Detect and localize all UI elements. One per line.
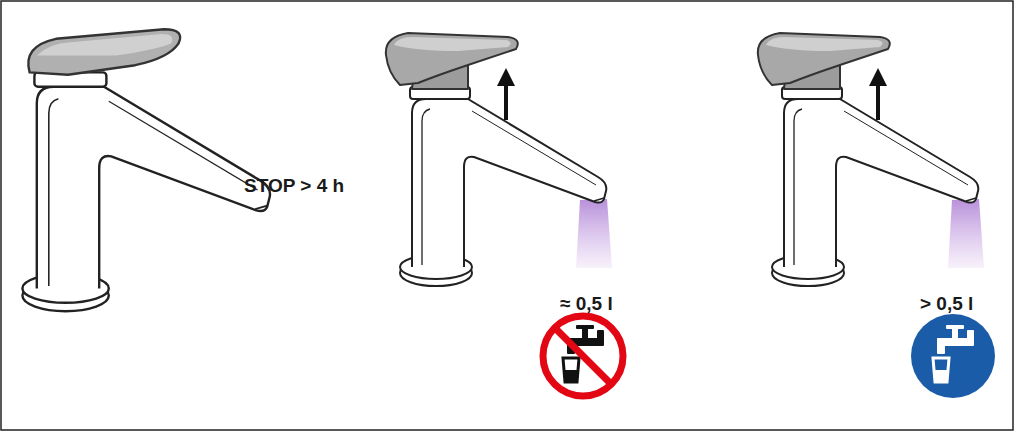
glass-symbol <box>933 358 949 382</box>
annotation-label: STOP > 4 h <box>244 176 344 195</box>
glass-water <box>935 370 947 382</box>
faucet-open <box>758 33 978 286</box>
faucet-lever <box>28 29 180 75</box>
sign-ring <box>543 316 623 396</box>
annotation-label: ≈ 0,5 l <box>560 294 613 313</box>
glass-water <box>565 370 577 382</box>
faucet-open <box>386 33 606 286</box>
water-stream <box>948 199 984 268</box>
faucet-body <box>22 72 270 311</box>
lift-arrow-head <box>497 68 515 86</box>
no-drinking-sign <box>543 316 623 396</box>
annotation-label: > 0,5 l <box>920 294 973 313</box>
lift-arrow-head <box>869 68 887 86</box>
prohibition-bar <box>555 328 611 384</box>
glass-symbol <box>563 358 579 382</box>
faucet-closed <box>22 29 270 311</box>
faucet-lever <box>758 33 890 89</box>
tap-symbol <box>937 325 974 354</box>
faucet-body <box>772 87 978 286</box>
sign-disc <box>911 314 995 398</box>
faucet-body <box>400 87 606 286</box>
lift-arrow <box>504 82 508 120</box>
drinking-water-sign <box>911 314 995 398</box>
faucet-lever <box>386 33 518 89</box>
water-stream <box>576 199 612 268</box>
lift-arrow <box>876 82 880 120</box>
